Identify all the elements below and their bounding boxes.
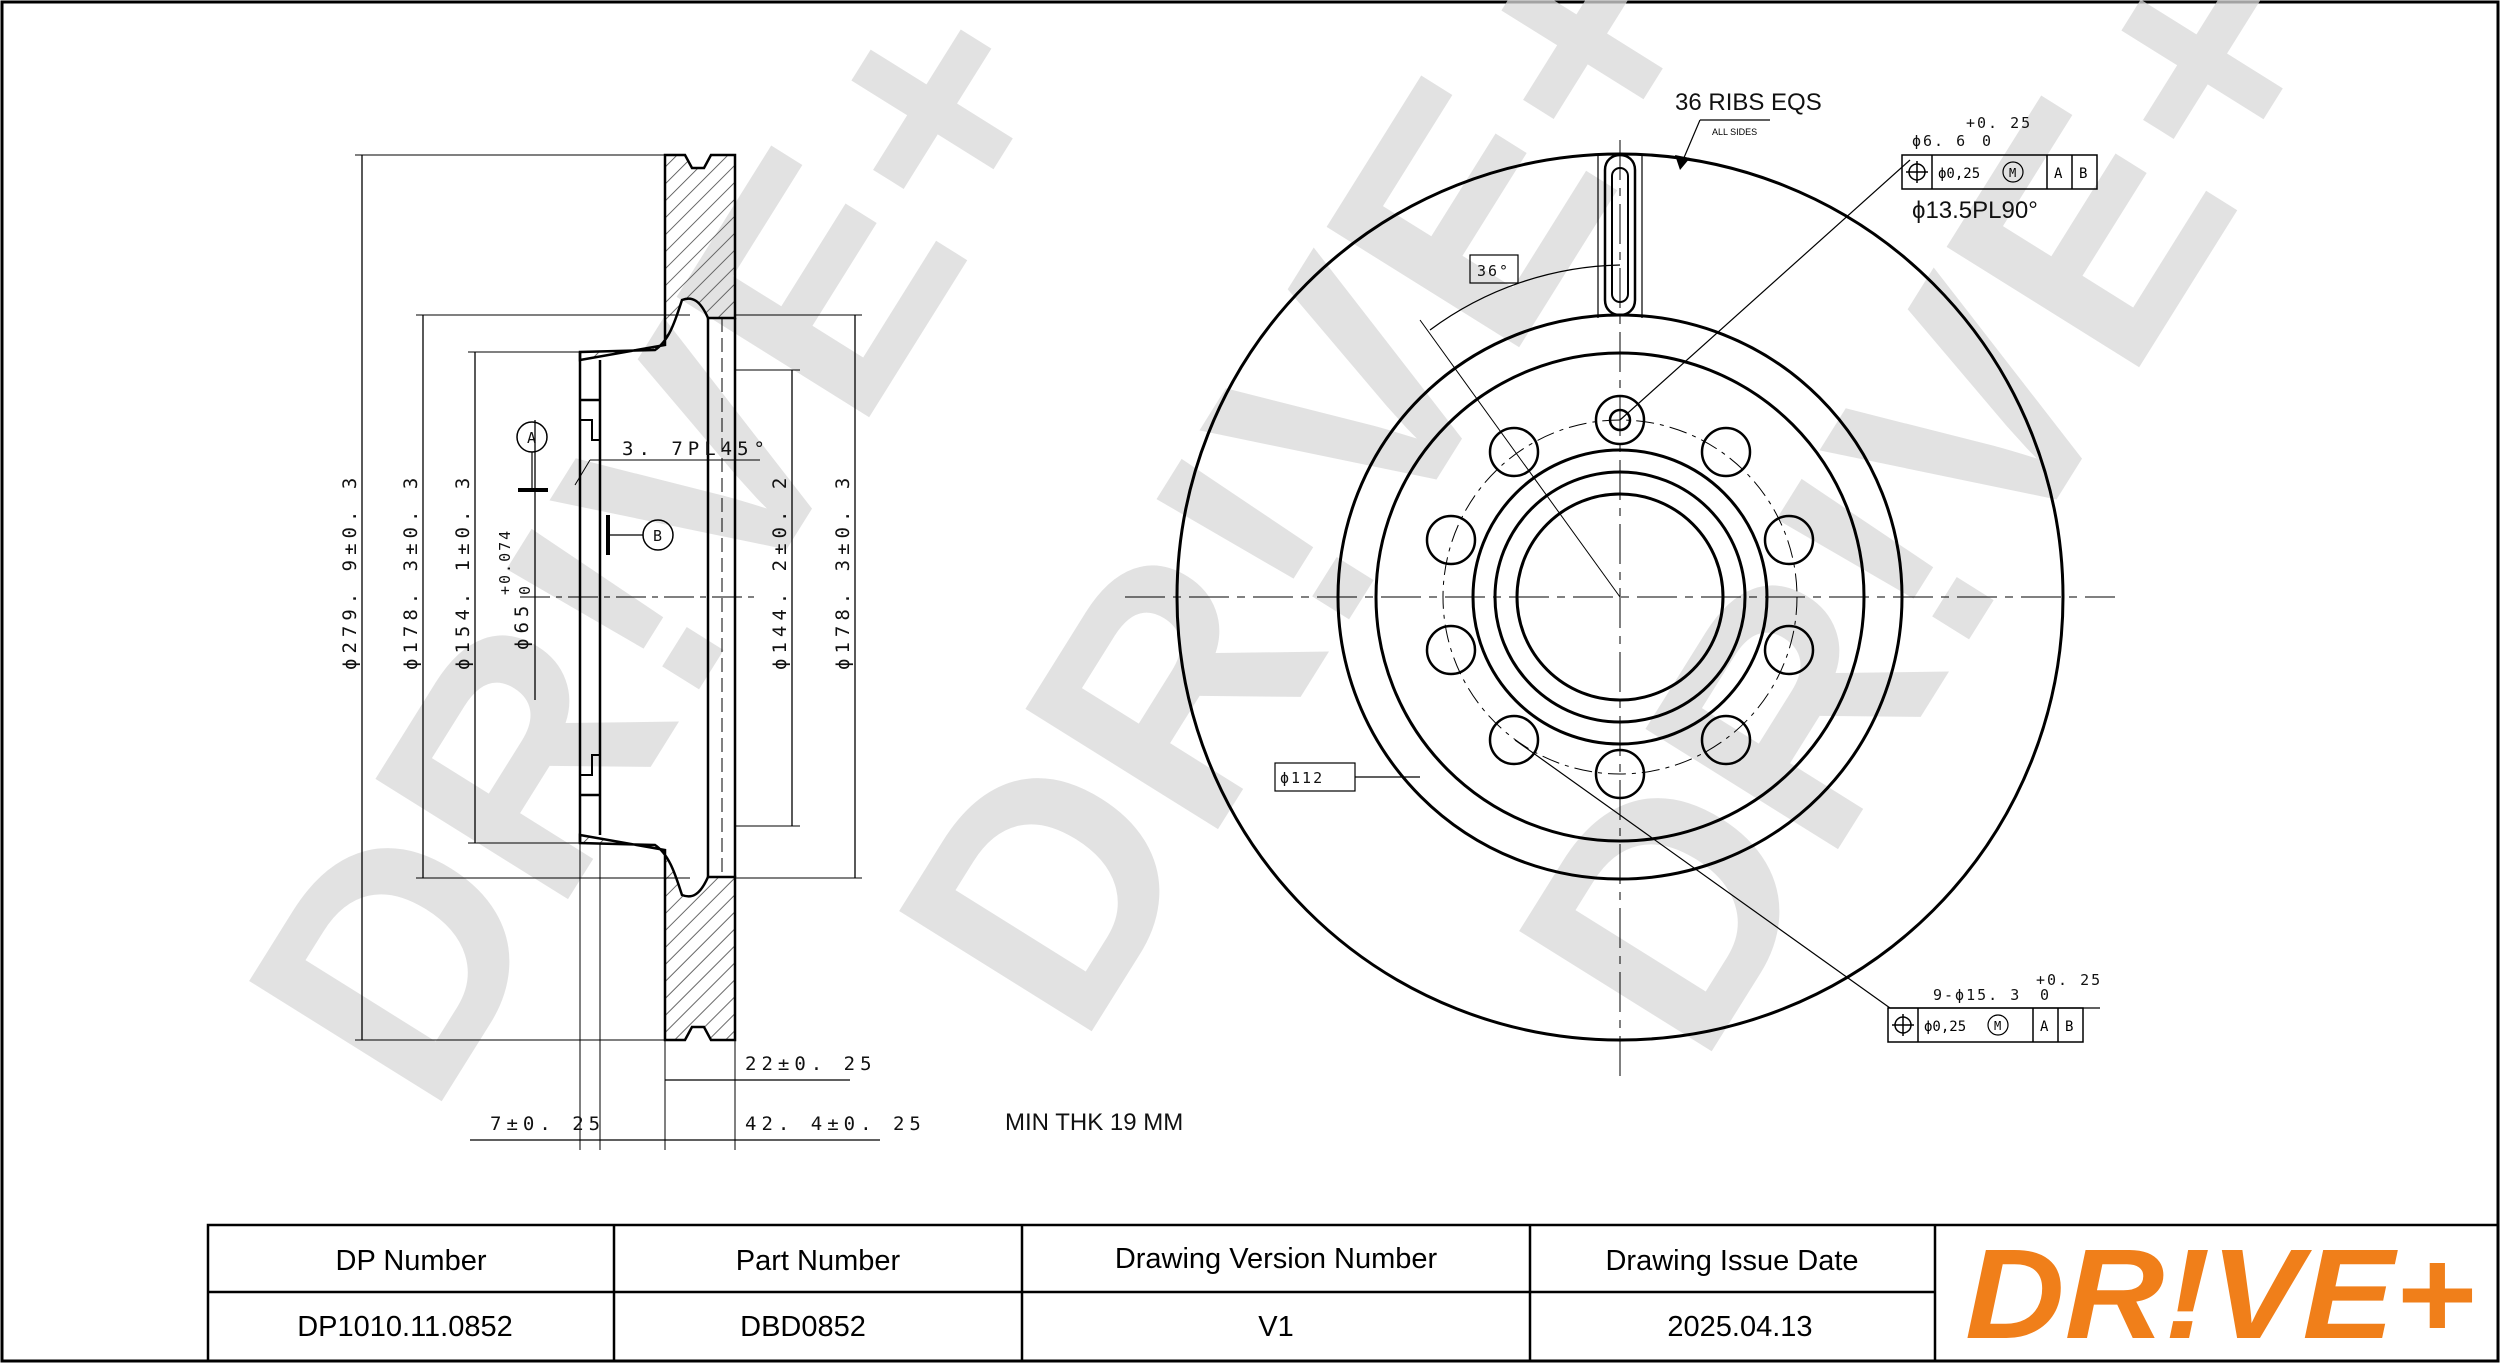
bolt-hole bbox=[1700, 426, 1752, 478]
min-thickness-note: MIN THK 19 MM bbox=[1005, 1109, 1183, 1136]
bolt-hole bbox=[1488, 714, 1540, 766]
value-dp-number: DP1010.11.0852 bbox=[297, 1311, 513, 1343]
fcf-top bbox=[1901, 154, 2098, 190]
rotor-section-upper bbox=[578, 153, 737, 362]
title-block-text: DP Number Part Number Drawing Version Nu… bbox=[297, 1223, 2475, 1363]
fcf-bottom-m: M bbox=[1994, 1019, 2001, 1033]
datum-a-letter: A bbox=[527, 429, 538, 447]
dim-thk-22: 22±0. 25 bbox=[745, 1053, 877, 1075]
value-drawing-version: V1 bbox=[1258, 1311, 1293, 1343]
fcf-bottom bbox=[1887, 1007, 2084, 1043]
dim-outer-diameter: ϕ279. 9±0. 3 bbox=[339, 473, 361, 670]
fcf-bottom-b: B bbox=[2065, 1019, 2073, 1035]
all-sides-note: ALL SIDES bbox=[1712, 127, 1757, 137]
dim-65-tol-upper: +0.074 bbox=[496, 529, 514, 595]
value-issue-date: 2025.04.13 bbox=[1667, 1311, 1812, 1343]
title-block bbox=[206, 1223, 2500, 1363]
angle-arc bbox=[1429, 264, 1621, 331]
bolt-hole bbox=[1594, 394, 1646, 446]
chamfer-label: 3. 7PL45° bbox=[622, 438, 770, 460]
dim-thk-42: 42. 4±0. 25 bbox=[745, 1113, 926, 1135]
section-dimensions: ϕ279. 9±0. 3 ϕ178. 3±0. 3 ϕ154. 1±0. 3 ϕ… bbox=[339, 429, 926, 1135]
fcf-top-a: A bbox=[2054, 166, 2063, 182]
bolt-hole bbox=[1700, 714, 1752, 766]
dim-65-tol-lower: 0 bbox=[516, 584, 534, 595]
fcf-top-m: M bbox=[2009, 166, 2016, 180]
small-hole-dia: ϕ6. 6 bbox=[1912, 132, 1967, 150]
header-drawing-version: Drawing Version Number bbox=[1115, 1243, 1438, 1275]
dim-178-left: ϕ178. 3±0. 3 bbox=[400, 473, 422, 670]
bolt-hole bbox=[1425, 624, 1477, 676]
bolt-hole bbox=[1763, 514, 1815, 566]
ribs-note: 36 RIBS EQS bbox=[1675, 89, 1822, 116]
small-hole-tol-upper: +0. 25 bbox=[1966, 114, 2032, 132]
datum-b-letter: B bbox=[653, 527, 664, 545]
dim-65: ϕ65 bbox=[511, 601, 533, 650]
brand-logo: DR!VE+ bbox=[1965, 1223, 2475, 1363]
bolt-hole bbox=[1763, 624, 1815, 676]
bolt-hole bbox=[1425, 514, 1477, 566]
rotor-section-lower bbox=[578, 833, 737, 1042]
section-view bbox=[355, 153, 880, 1150]
fcf-bottom-tol: ϕ0,25 bbox=[1924, 1019, 1966, 1035]
header-issue-date: Drawing Issue Date bbox=[1605, 1245, 1858, 1277]
bolt-hole bbox=[1594, 748, 1646, 800]
holes-9-tol-upper: +0. 25 bbox=[2036, 971, 2102, 989]
countersink-note: ϕ13.5PL90° bbox=[1912, 197, 2038, 224]
bolt-hole bbox=[1488, 426, 1540, 478]
holes-9-label: 9-ϕ15. 3 bbox=[1933, 986, 2021, 1004]
dim-144: ϕ144. 2±0. 2 bbox=[769, 473, 791, 670]
angle-36-label: 36° bbox=[1477, 262, 1510, 280]
small-hole bbox=[1608, 408, 1632, 432]
front-view bbox=[1125, 119, 2115, 1080]
bolt-holes bbox=[1425, 394, 1815, 800]
fcf-top-tol: ϕ0,25 bbox=[1938, 166, 1980, 182]
value-part-number: DBD0852 bbox=[740, 1311, 866, 1343]
center-bore bbox=[1515, 492, 1725, 702]
dim-178-right: ϕ178. 3±0. 3 bbox=[832, 473, 854, 670]
dim-thk-7: 7±0. 25 bbox=[490, 1113, 605, 1135]
small-hole-tol-lower: 0 bbox=[1982, 132, 1993, 150]
hub-bore bbox=[580, 419, 600, 776]
hub-step-outer bbox=[1471, 448, 1769, 746]
holes-9-tol-lower: 0 bbox=[2040, 986, 2051, 1004]
header-dp-number: DP Number bbox=[336, 1245, 487, 1277]
dim-154: ϕ154. 1±0. 3 bbox=[452, 473, 474, 670]
pcd-label: ϕ112 bbox=[1280, 769, 1324, 787]
hub-step-inner bbox=[1493, 470, 1747, 724]
fcf-bottom-a: A bbox=[2040, 1019, 2049, 1035]
hat-outer bbox=[1374, 351, 1866, 843]
front-annotations: 36 RIBS EQS ALL SIDES 36° ϕ6. 6 +0. 25 0… bbox=[1005, 89, 2102, 1136]
vent-slot bbox=[1603, 153, 1637, 317]
fcf-top-b: B bbox=[2079, 166, 2087, 182]
header-part-number: Part Number bbox=[736, 1245, 901, 1277]
